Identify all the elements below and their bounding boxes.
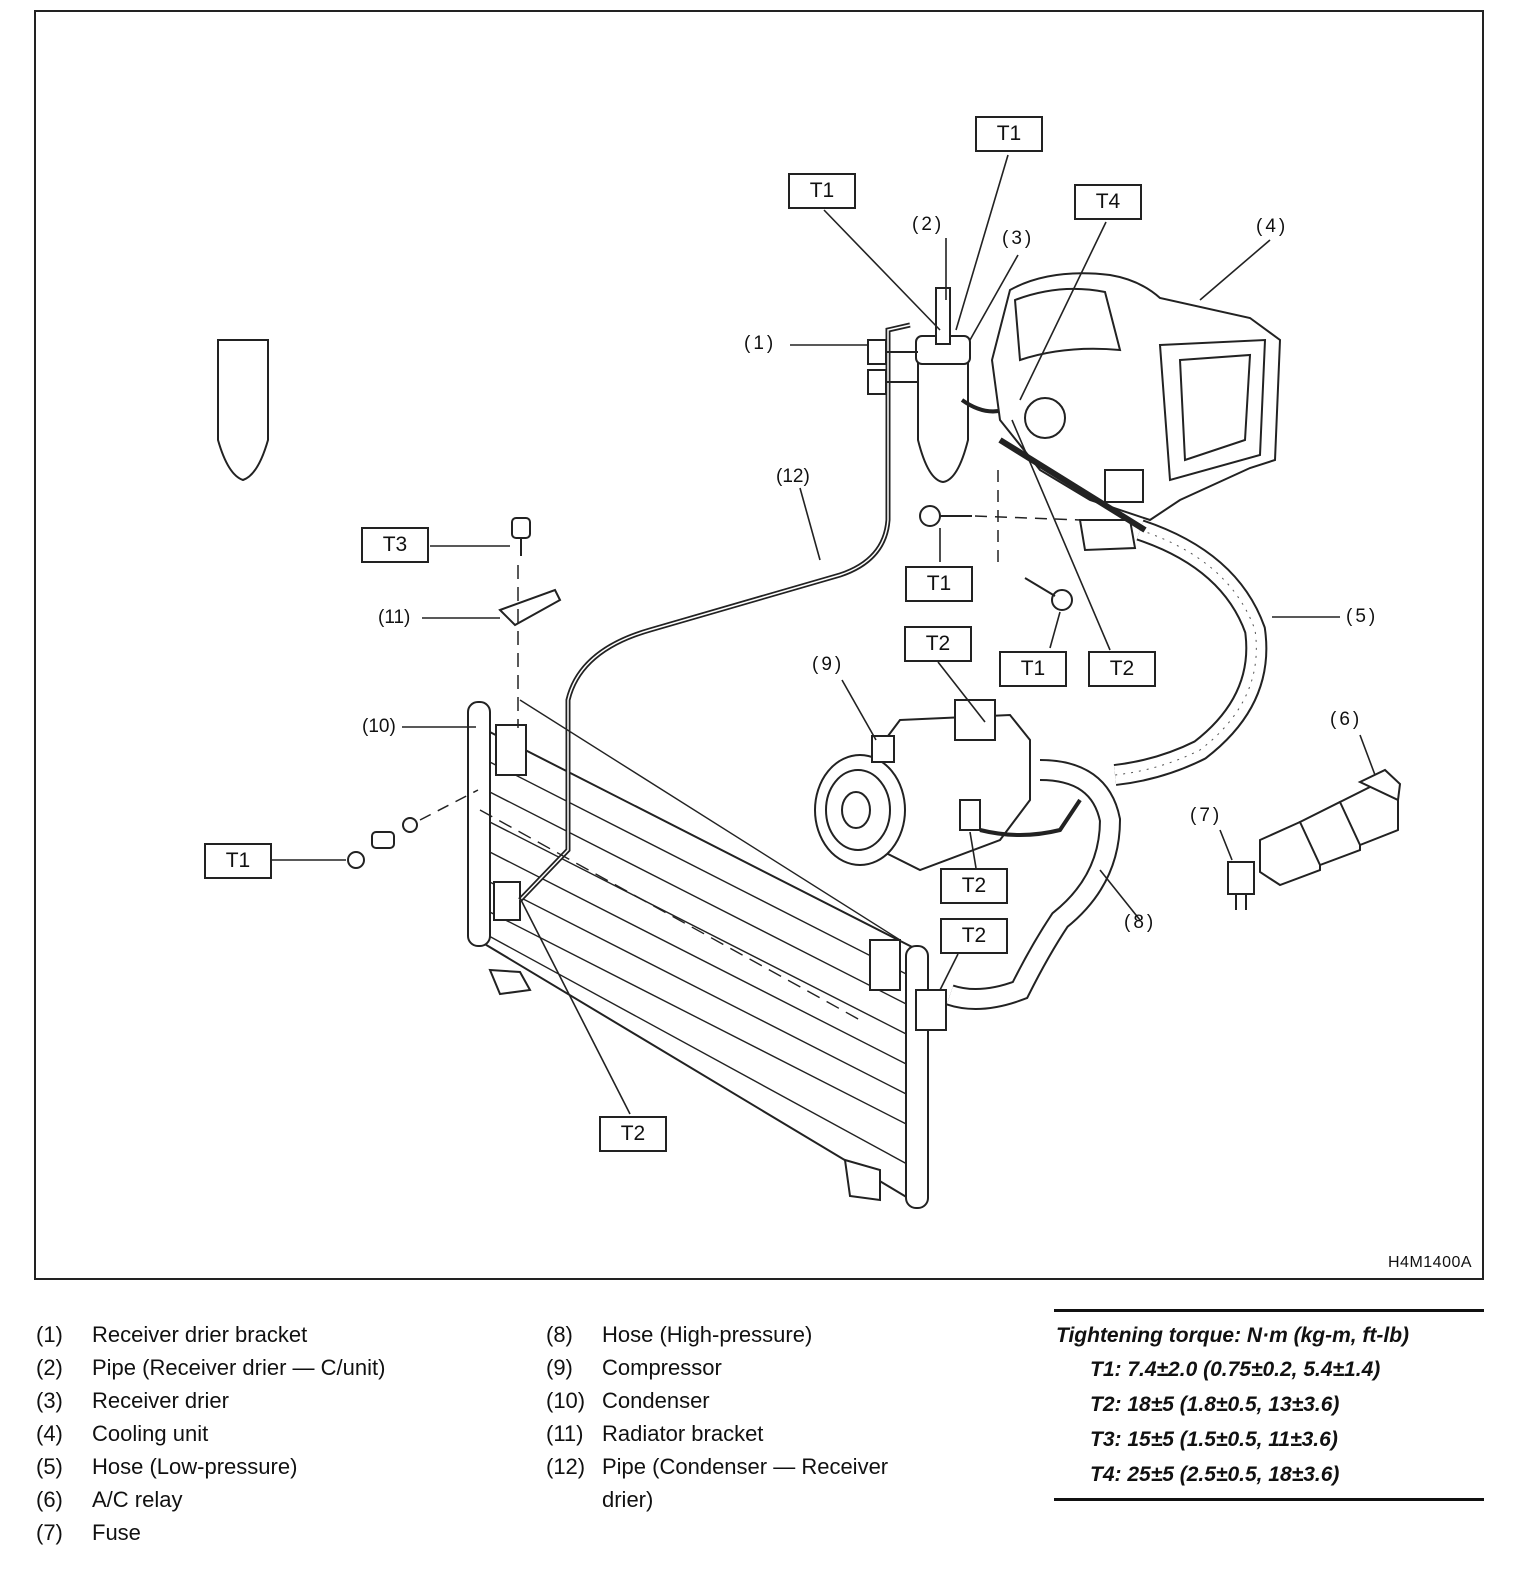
callout-1: (1) xyxy=(744,333,777,354)
legend-text: Condenser xyxy=(602,1388,710,1413)
callout-10: (10) xyxy=(362,716,396,737)
legend-number: (2) xyxy=(36,1355,63,1380)
torque-tag-t4: T4 xyxy=(1074,184,1142,220)
legend-text: Radiator bracket xyxy=(602,1421,764,1446)
legend-item: (7) Fuse xyxy=(36,1516,385,1549)
torque-tag-t2: T2 xyxy=(904,626,972,662)
condenser-drawing xyxy=(467,701,947,1209)
legend-item: (10) Condenser xyxy=(546,1384,938,1417)
legend-column: (1) Receiver drier bracket (2) Pipe (Recei… xyxy=(36,1318,385,1549)
radiator-bracket-drawing xyxy=(498,517,562,627)
callout-9: (9) xyxy=(812,654,845,675)
torque-tag-t2: T2 xyxy=(599,1116,667,1152)
legend-text: Fuse xyxy=(92,1520,141,1545)
ac-system-drawing xyxy=(217,154,1402,1209)
torque-tag-t2: T2 xyxy=(940,918,1008,954)
legend-number: (4) xyxy=(36,1421,63,1446)
legend-item: (12) Pipe (Condenser — Receiver drier) xyxy=(546,1450,938,1516)
torque-tag-t3: T3 xyxy=(361,527,429,563)
ac-relay-drawing xyxy=(1259,768,1402,887)
legend-text: Pipe (Receiver drier — C/unit) xyxy=(92,1355,386,1380)
legend-item: (8) Hose (High-pressure) xyxy=(546,1318,938,1351)
legend-number: (8) xyxy=(546,1322,573,1347)
legend-number: (10) xyxy=(546,1388,586,1413)
torque-tag-t1: T1 xyxy=(788,173,856,209)
legend-item: (1) Receiver drier bracket xyxy=(36,1318,385,1351)
torque-row-t4: T4: 25±5 (2.5±0.5, 18±3.6) xyxy=(1090,1463,1340,1486)
diagram-frame xyxy=(34,10,1484,1280)
fuse-drawing xyxy=(1227,861,1255,910)
torque-tag-t1: T1 xyxy=(905,566,973,602)
torque-row-t3: T3: 15±5 (1.5±0.5, 11±3.6) xyxy=(1090,1428,1338,1451)
legend-text: A/C relay xyxy=(92,1487,183,1512)
legend-text: Hose (Low-pressure) xyxy=(92,1454,298,1479)
torque-row-t2: T2: 18±5 (1.8±0.5, 13±3.6) xyxy=(1090,1393,1340,1416)
bolt-t1-right xyxy=(1024,577,1073,611)
callout-8: (8) xyxy=(1124,912,1157,933)
legend-text: Receiver drier bracket xyxy=(92,1322,308,1347)
legend-number: (12) xyxy=(546,1454,586,1479)
callout-4: (4) xyxy=(1256,216,1289,237)
callout-3: (3) xyxy=(1002,228,1035,249)
bolt-t1-left xyxy=(347,817,418,869)
torque-spec-box: Tightening torque: N·m (kg-m, ft-lb) T1:… xyxy=(1054,1309,1484,1501)
torque-tag-t1: T1 xyxy=(204,843,272,879)
callout-11: (11) xyxy=(378,607,411,628)
torque-tag-t1: T1 xyxy=(999,651,1067,687)
torque-row-t1: T1: 7.4±2.0 (0.75±0.2, 5.4±1.4) xyxy=(1090,1358,1381,1381)
legend-column: (8) Hose (High-pressure) (9) Compressor (1… xyxy=(546,1318,938,1516)
callout-6: (6) xyxy=(1330,709,1363,730)
figure-id: H4M1400A xyxy=(1388,1254,1473,1271)
legend-item: (11) Radiator bracket xyxy=(546,1417,938,1450)
bolt-t1-center xyxy=(919,505,972,527)
legend-item: (3) Receiver drier xyxy=(36,1384,385,1417)
legend-item: (9) Compressor xyxy=(546,1351,938,1384)
torque-tag-t2: T2 xyxy=(940,868,1008,904)
cooling-unit-drawing xyxy=(990,272,1282,552)
callout-12: (12) xyxy=(776,466,810,487)
torque-tag-t1: T1 xyxy=(975,116,1043,152)
legend-item: (5) Hose (Low-pressure) xyxy=(36,1450,385,1483)
compressor-drawing xyxy=(814,699,1031,872)
legend-item: (2) Pipe (Receiver drier — C/unit) xyxy=(36,1351,385,1384)
torque-title: Tightening torque: N·m (kg-m, ft-lb) xyxy=(1056,1324,1410,1347)
legend-number: (1) xyxy=(36,1322,63,1347)
legend-number: (9) xyxy=(546,1355,573,1380)
legend-item: (6) A/C relay xyxy=(36,1483,385,1516)
receiver-drier-drawing xyxy=(217,339,269,482)
callout-7: (7) xyxy=(1190,805,1223,826)
legend-text: Pipe (Condenser — Receiver drier) xyxy=(602,1454,889,1512)
legend-number: (6) xyxy=(36,1487,63,1512)
legend-item: (4) Cooling unit xyxy=(36,1417,385,1450)
legend-number: (7) xyxy=(36,1520,63,1545)
callout-2: (2) xyxy=(912,214,945,235)
legend-text: Cooling unit xyxy=(92,1421,209,1446)
legend-text: Hose (High-pressure) xyxy=(602,1322,813,1347)
legend-text: Compressor xyxy=(602,1355,722,1380)
legend-number: (5) xyxy=(36,1454,63,1479)
torque-tag-t2: T2 xyxy=(1088,651,1156,687)
legend-number: (3) xyxy=(36,1388,63,1413)
callout-5: (5) xyxy=(1346,606,1379,627)
legend-number: (11) xyxy=(546,1421,584,1446)
legend-text: Receiver drier xyxy=(92,1388,229,1413)
